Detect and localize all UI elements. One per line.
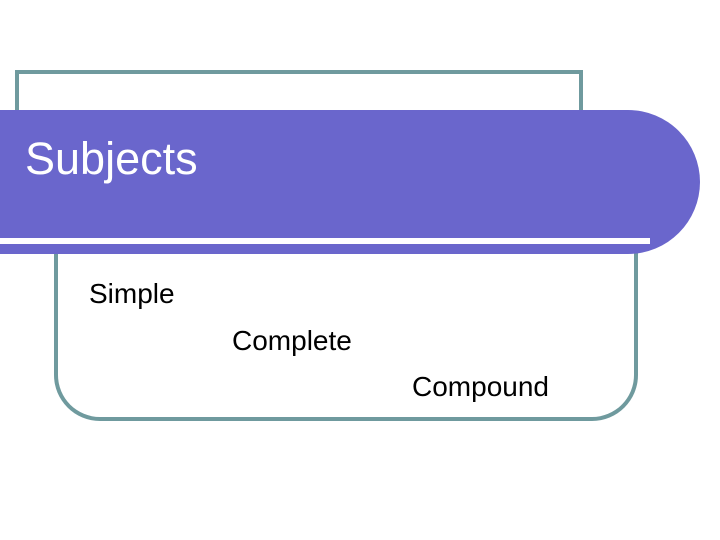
body-line-complete: Complete: [232, 325, 352, 356]
title-banner: Subjects: [0, 110, 700, 254]
body-line-simple: Simple: [89, 278, 175, 309]
decorative-frame-bottom: [54, 246, 638, 421]
body-line-compound: Compound: [412, 371, 549, 402]
decorative-frame-top: [15, 70, 583, 128]
title-underline-rule: [0, 238, 650, 244]
slide-title: Subjects: [25, 133, 198, 184]
